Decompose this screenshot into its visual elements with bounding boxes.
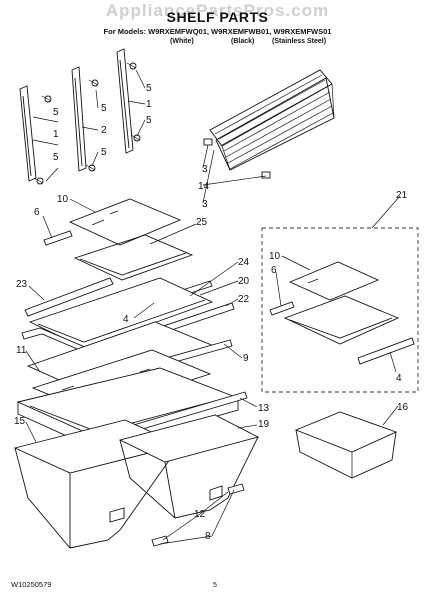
callout-25: 25 (196, 217, 208, 228)
callout-15: 15 (14, 416, 26, 427)
callout-1-a: 1 (53, 129, 59, 140)
callout-14: 14 (198, 181, 210, 192)
wire-shelf (203, 69, 335, 179)
variant-white-label: (White) (170, 38, 194, 45)
right-shelf-ladder-rail (116, 48, 141, 154)
callout-10-a: 10 (57, 194, 69, 205)
shelf-trim-left-6 (43, 230, 73, 246)
callout-20: 20 (238, 276, 250, 287)
glass-shelf-upper (68, 198, 182, 246)
callout-19: 19 (258, 419, 270, 430)
callout-5-b: 5 (53, 152, 59, 163)
stainless-alt-parts-box (261, 227, 419, 393)
callout-4-a: 4 (123, 314, 129, 325)
models-line: For Models: W9RXEMFWQ01, W9RXEMFWB01, W9… (103, 27, 332, 36)
callout-1-b: 1 (146, 99, 152, 110)
callout-4-b: 4 (396, 373, 402, 384)
callout-9: 9 (243, 353, 249, 364)
shelf-trim-22 (21, 302, 235, 357)
page-number: 5 (213, 582, 217, 589)
variant-stainless-label: (Stainless Steel) (272, 38, 327, 45)
callout-23: 23 (16, 279, 28, 290)
callout-8: 8 (205, 531, 211, 542)
callout-10-b: 10 (269, 251, 281, 262)
callout-5-d: 5 (101, 147, 107, 158)
callout-6-b: 6 (271, 265, 277, 276)
callout-22: 22 (238, 294, 250, 305)
watermark: AppliancePartsPros.com (105, 1, 330, 20)
page-title: SHELF PARTS (166, 9, 269, 25)
storage-bin (294, 411, 398, 479)
drawer-slide-clip-12-8 (151, 483, 245, 547)
callout-11: 11 (16, 345, 27, 356)
callout-3-a: 3 (202, 164, 208, 175)
shelf-frame-upper (73, 234, 194, 281)
callout-16: 16 (397, 402, 409, 413)
callout-leader-lines (25, 69, 401, 545)
callout-5-f: 5 (146, 115, 152, 126)
callout-5-c: 5 (101, 103, 107, 114)
callout-3-b: 3 (202, 199, 208, 210)
shelf-trim-23 (24, 277, 114, 317)
document-number: W10250579 (11, 580, 52, 589)
callout-21: 21 (396, 190, 408, 201)
variant-black-label: (Black) (231, 38, 255, 45)
left-shelf-ladder-rail (19, 85, 52, 185)
callout-6-a: 6 (34, 207, 40, 218)
center-shelf-ladder-rail (71, 66, 99, 172)
callout-13: 13 (258, 403, 270, 414)
callout-5-a: 5 (53, 107, 59, 118)
callout-12: 12 (194, 509, 206, 520)
callout-5-e: 5 (146, 83, 152, 94)
callout-2: 2 (101, 125, 107, 136)
callout-24: 24 (238, 257, 250, 268)
